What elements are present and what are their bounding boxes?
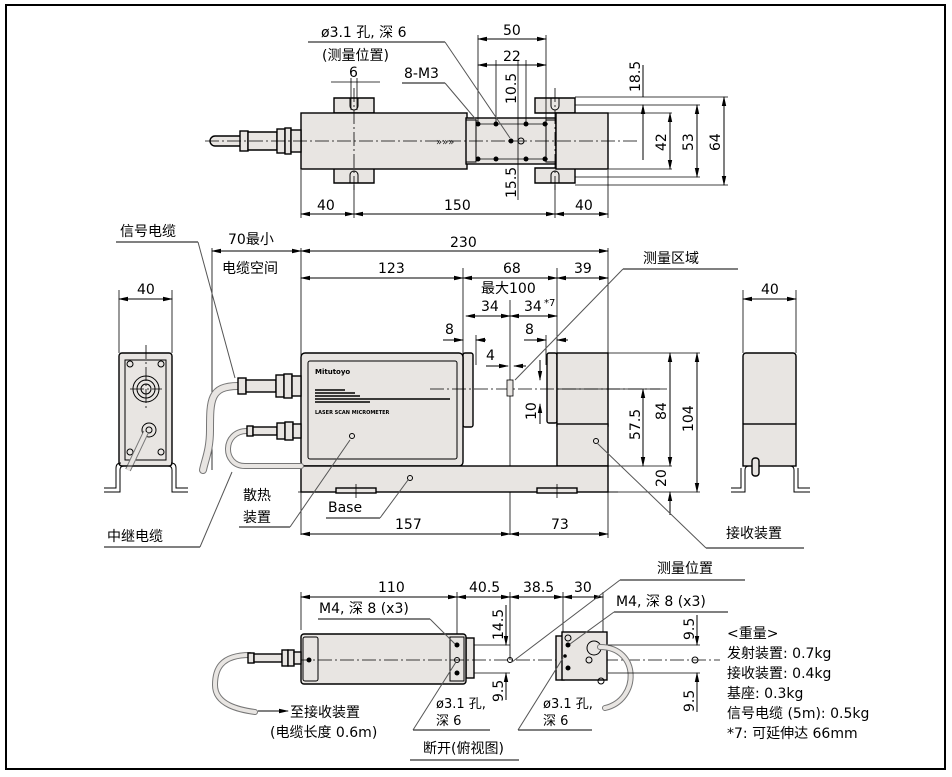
right-side-width-40: 40 (761, 282, 779, 298)
dim-9-5-c: 9.5 (682, 690, 698, 712)
dim-110: 110 (378, 580, 405, 596)
max-range-100: 最大100 (481, 281, 536, 297)
heat-sink-label-1: 散热 (243, 488, 271, 504)
dim-104: 104 (681, 405, 697, 432)
side-view-right: 40 (731, 282, 810, 493)
product-name: LASER SCAN MICROMETER (315, 410, 390, 416)
note-mark-7: *7 (544, 298, 555, 309)
screw-note-right: M4, 深 8 (x3) (616, 594, 706, 610)
cables (199, 373, 304, 474)
dim-230: 230 (450, 235, 477, 251)
bottom-view: 110 40.5 38.5 30 (211, 561, 745, 761)
dim-4: 4 (486, 348, 495, 364)
dim-34-right: 34 (524, 299, 542, 315)
weight-signal-cable: 信号电缆 (5m): 0.5kg (727, 706, 869, 722)
hole-note-left-1: ø3.1 孔, (436, 697, 486, 712)
dim-8-right: 8 (525, 322, 534, 338)
dim-40-left: 40 (317, 198, 335, 214)
screw-note-left: M4, 深 8 (x3) (319, 601, 409, 617)
dim-84: 84 (654, 402, 670, 420)
dim-14-5: 14.5 (491, 609, 507, 640)
dim-10: 10 (524, 402, 540, 420)
measure-area-label: 测量区域 (643, 251, 699, 267)
arrow-mark-icon: »»» (436, 137, 454, 148)
dim-68: 68 (503, 261, 521, 277)
dim-42: 42 (654, 133, 670, 151)
dim-50: 50 (503, 23, 521, 39)
side-view-left: 40 (104, 282, 188, 493)
dim-157: 157 (395, 517, 422, 533)
dim-20: 20 (654, 469, 670, 487)
dim-150: 150 (444, 198, 471, 214)
signal-cable-label: 信号电缆 (120, 224, 176, 240)
dim-40-right: 40 (575, 198, 593, 214)
weight-emitter: 发射装置: 0.7kg (727, 646, 831, 662)
dim-38-5: 38.5 (523, 580, 554, 596)
measure-position-label: 测量位置 (657, 561, 713, 577)
dim-30: 30 (574, 580, 592, 596)
dim-73: 73 (551, 517, 569, 533)
section-label: 断开(俯视图) (423, 741, 504, 757)
hole-note-measure-position: (测量位置) (322, 48, 389, 64)
receiver-label: 接收装置 (726, 525, 782, 542)
dim-39: 39 (574, 261, 592, 277)
thread-note-8-m3: 8-M3 (404, 66, 439, 82)
to-receiver-label: 至接收装置 (290, 704, 360, 721)
note-7-extension: *7: 可延伸达 66mm (727, 726, 858, 742)
hole-note-right-2: 深 6 (543, 714, 568, 729)
min-space-70: 70最小 (228, 232, 274, 248)
dim-57-5: 57.5 (628, 409, 644, 440)
heat-sink-label-2: 装置 (243, 510, 271, 526)
dim-40-5: 40.5 (469, 580, 500, 596)
cable-space: 电缆空间 (222, 261, 278, 277)
top-view: »»» 40 150 40 50 22 (205, 23, 728, 218)
hole-note: ø3.1 孔, 深 6 (321, 25, 407, 41)
dim-9-5-b: 9.5 (682, 618, 698, 640)
base-label: Base (328, 500, 362, 516)
weights-note: <重量> 发射装置: 0.7kg 接收装置: 0.4kg 基座: 0.3kg 信… (727, 626, 869, 742)
dim-64: 64 (708, 133, 724, 151)
slot-width-6: 6 (349, 65, 358, 81)
dim-53: 53 (681, 133, 697, 151)
hole-note-right-1: ø3.1 孔, (543, 697, 593, 712)
dim-34-left: 34 (481, 299, 499, 315)
weight-receiver: 接收装置: 0.4kg (727, 665, 831, 682)
brand-logo: Mitutoyo (315, 368, 350, 376)
receiver-unit (546, 352, 609, 467)
dim-10-5: 10.5 (504, 73, 520, 104)
base-unit (298, 465, 618, 498)
hole-note-left-2: 深 6 (436, 714, 461, 729)
front-view: 230 70最小 电缆空间 123 68 39 最大100 34 34 *7 8… (104, 224, 804, 549)
dim-18-5: 18.5 (628, 61, 644, 92)
relay-cable-label: 中继电缆 (107, 529, 163, 545)
dim-22: 22 (503, 49, 521, 65)
dim-8-left: 8 (445, 322, 454, 338)
left-side-width-40: 40 (137, 282, 155, 298)
cable-length-label: (电缆长度 0.6m) (270, 725, 377, 741)
dim-9-5-a: 9.5 (491, 680, 507, 702)
weights-title: <重量> (727, 626, 778, 642)
weight-base: 基座: 0.3kg (727, 685, 803, 702)
emitter-unit: Mitutoyo LASER SCAN MICROMETER (300, 352, 474, 467)
dim-15-5: 15.5 (504, 167, 520, 198)
dim-123: 123 (378, 261, 405, 277)
